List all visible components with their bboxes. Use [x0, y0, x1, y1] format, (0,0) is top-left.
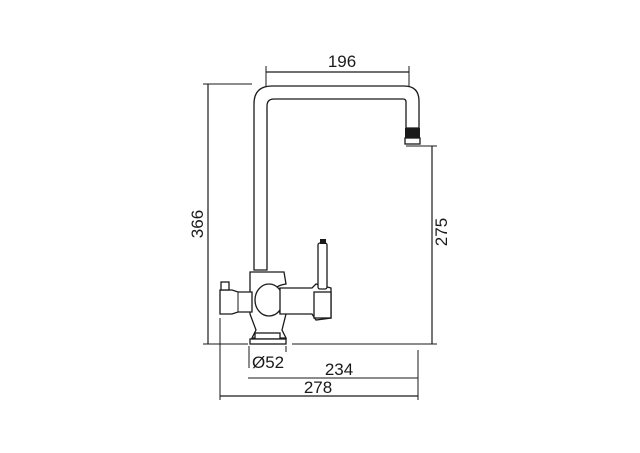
filter-valve — [219, 289, 253, 315]
base-collar — [254, 332, 281, 340]
dim-spout-height: 275 — [432, 218, 451, 246]
faucet-outline — [219, 85, 421, 345]
lever-handle — [317, 242, 328, 290]
dim-spout-reach: 196 — [328, 52, 356, 71]
spout-nozzle — [405, 128, 420, 139]
dim-width-234: 234 — [325, 360, 353, 379]
lever-cap — [313, 291, 332, 319]
base-plate — [249, 338, 287, 345]
filter-valve-knob — [220, 281, 230, 291]
dimension-lines — [203, 66, 437, 400]
lever-handle-top — [320, 239, 326, 244]
dim-base-diameter: Ø52 — [252, 353, 284, 372]
body-joint — [254, 283, 284, 317]
spout — [253, 85, 420, 271]
spout-aerator — [404, 137, 421, 145]
dim-width-278: 278 — [304, 378, 332, 397]
dim-total-height: 366 — [188, 210, 207, 238]
